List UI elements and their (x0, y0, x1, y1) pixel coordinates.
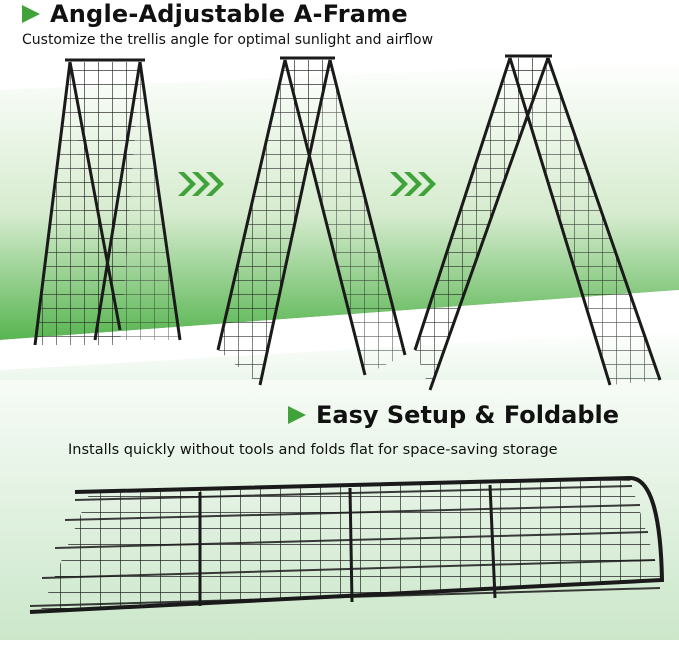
section1-subtitle: Customize the trellis angle for optimal … (22, 32, 434, 48)
triple-chevron-icon (390, 172, 436, 196)
white-strip (0, 290, 679, 370)
section2-subtitle: Installs quickly without tools and folds… (68, 442, 558, 458)
section2-title: Easy Setup & Foldable (316, 401, 620, 429)
trellis-frame-medium (216, 56, 407, 386)
section1-title: Angle-Adjustable A-Frame (50, 0, 408, 28)
section1-title-row: Angle-Adjustable A-Frame (22, 0, 408, 28)
folded-trellis (29, 475, 665, 614)
play-arrow-icon (22, 5, 40, 23)
play-arrow-icon (288, 406, 306, 424)
trellis-frame-wide (33, 58, 182, 346)
section2-title-row: Easy Setup & Foldable (288, 398, 619, 432)
triple-chevron-icon (178, 172, 224, 196)
trellis-frame-narrow (413, 54, 662, 391)
